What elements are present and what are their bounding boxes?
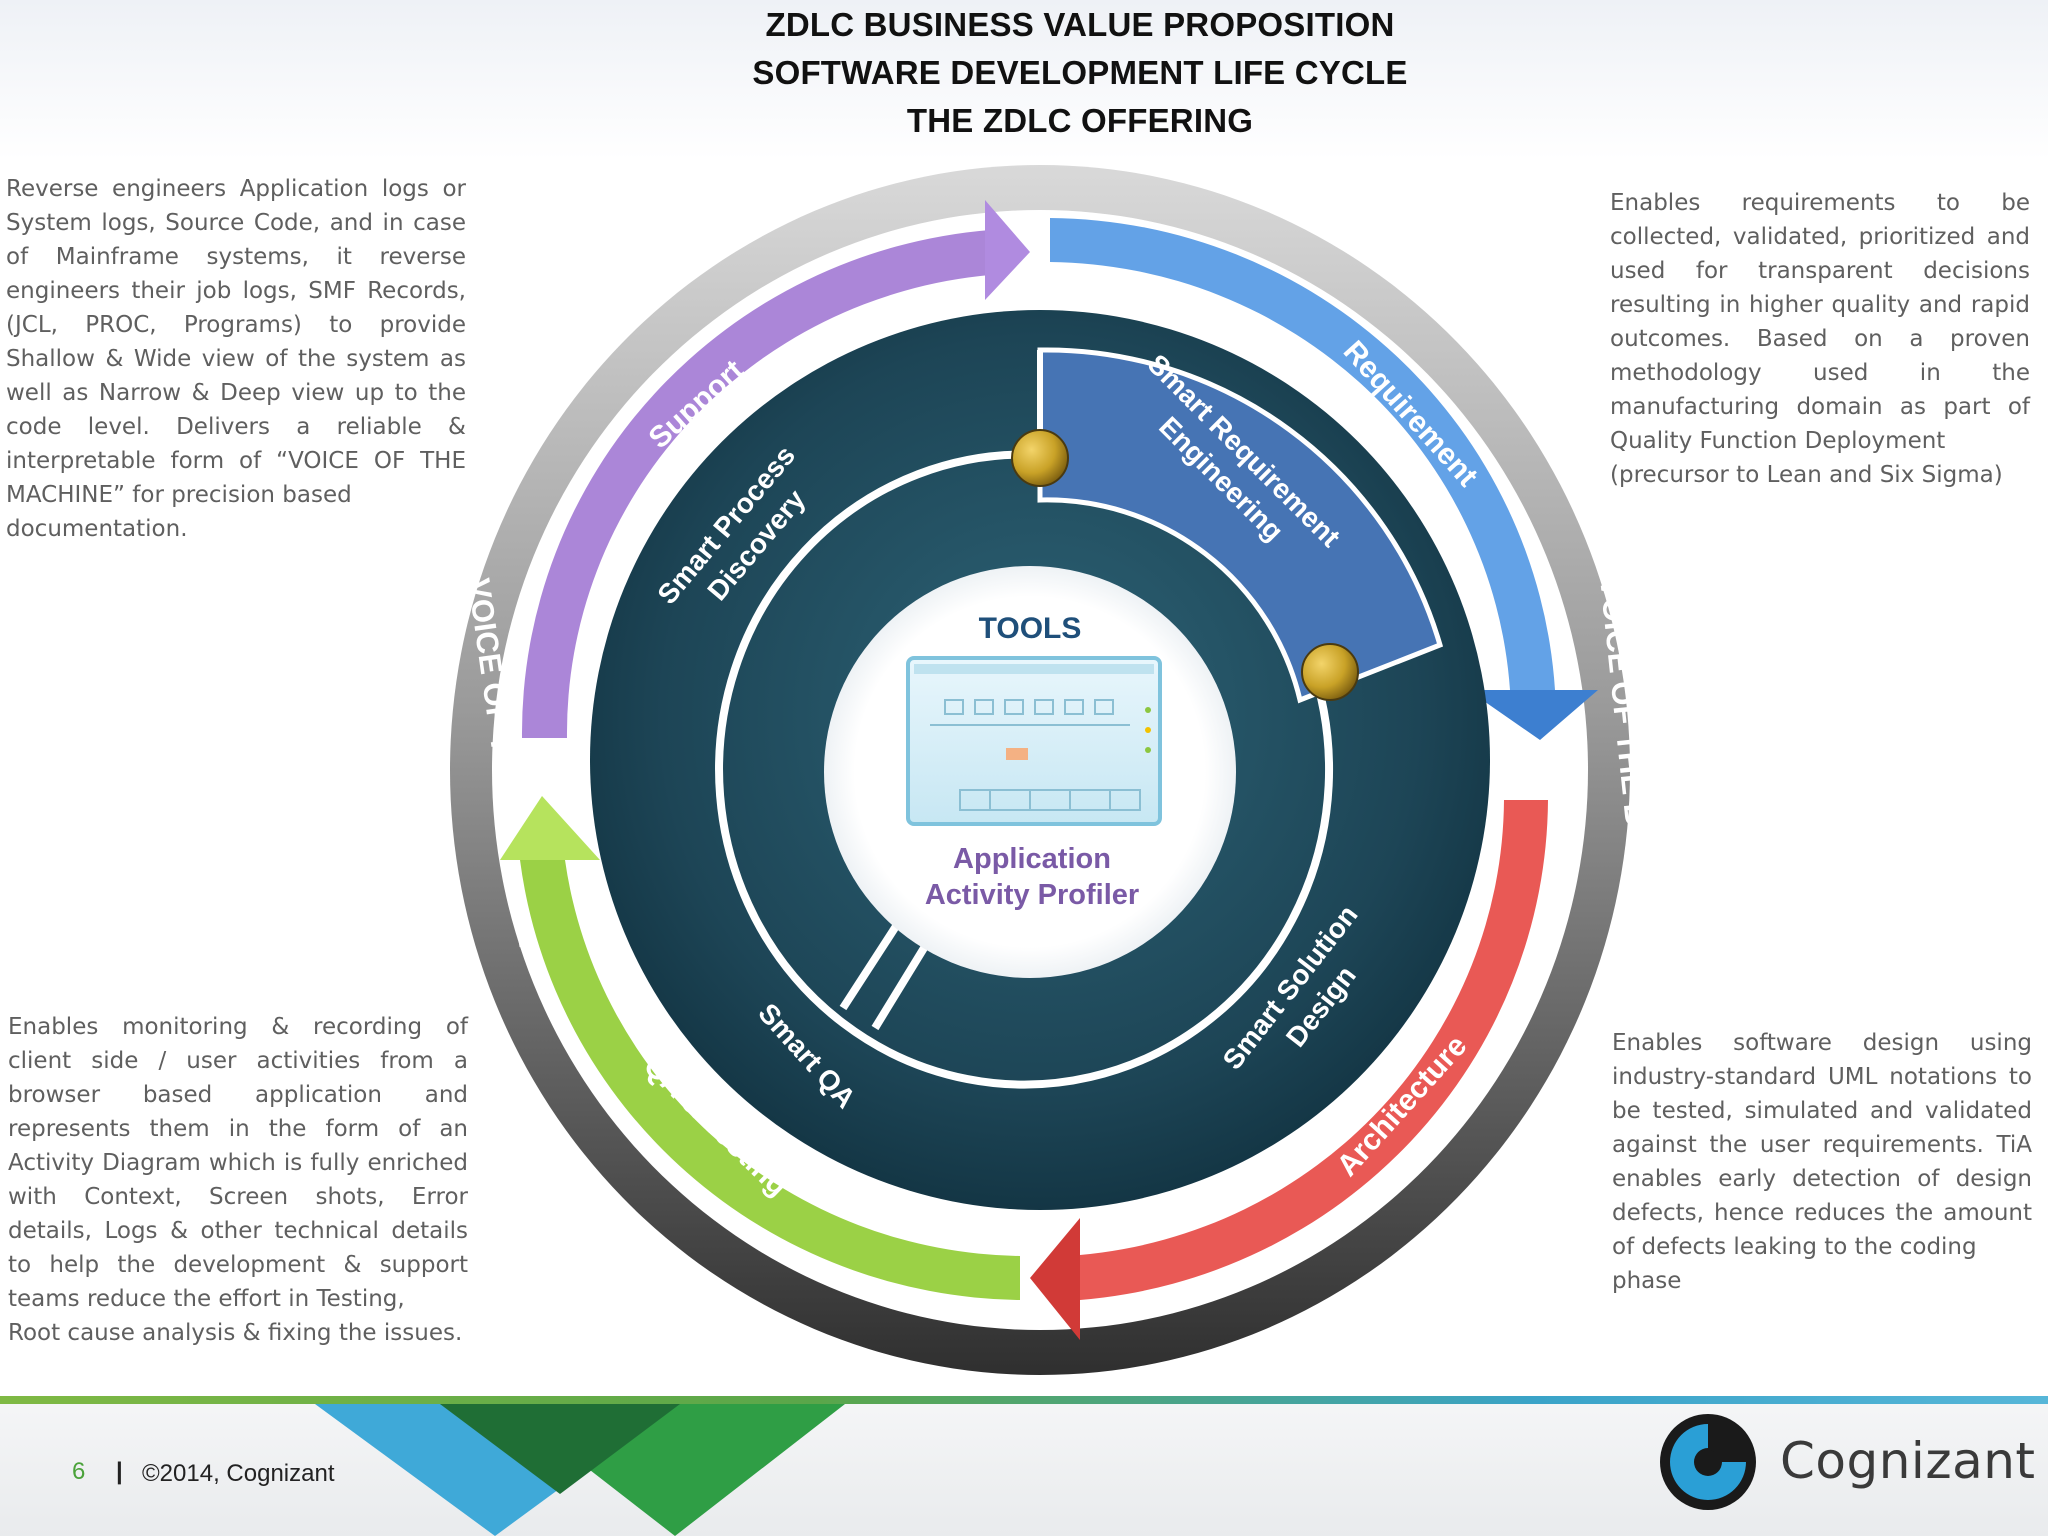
requirement-engineering-segment bbox=[1037, 347, 1444, 704]
footer-accent-line bbox=[0, 1396, 2048, 1404]
description-text-last-line: (precursor to Lean and Six Sigma) bbox=[1610, 462, 2003, 488]
cognizant-logo-wordmark: Cognizant bbox=[1780, 1432, 2036, 1490]
inner-ring bbox=[715, 450, 1334, 1089]
knob-top bbox=[1011, 429, 1069, 487]
description-process-discovery: Reverse engineers Application logs or Sy… bbox=[6, 172, 466, 546]
sdlc-cycle-diagram: VOICE OF THE MACHINE VOICE OF THE BUSINE… bbox=[450, 165, 1630, 1375]
knob-right bbox=[1301, 643, 1359, 701]
header-background bbox=[0, 0, 2048, 160]
description-requirement-engineering: Enables requirements to be collected, va… bbox=[1610, 186, 2030, 492]
description-text: Reverse engineers Application logs or Sy… bbox=[6, 176, 466, 508]
title-line-1: ZDLC BUSINESS VALUE PROPOSITION bbox=[765, 6, 1395, 43]
tools-heading: TOOLS bbox=[979, 612, 1082, 645]
product-name-line-1: Application bbox=[953, 843, 1111, 875]
description-smart-qa: Enables monitoring & recording of client… bbox=[8, 1010, 468, 1350]
tool-screenshot bbox=[906, 656, 1162, 826]
title-line-2: SOFTWARE DEVELOPMENT LIFE CYCLE bbox=[752, 54, 1408, 91]
description-text-last-line: documentation. bbox=[6, 516, 188, 542]
copyright-text: ©2014, Cognizant bbox=[142, 1460, 335, 1487]
footer-decor-triangle-dark-green bbox=[440, 1404, 680, 1494]
title-line-3: THE ZDLC OFFERING bbox=[906, 102, 1254, 139]
description-text: Enables requirements to be collected, va… bbox=[1610, 190, 2030, 454]
description-solution-design: Enables software design using industry-s… bbox=[1612, 1026, 2032, 1298]
description-text-last-line: Root cause analysis & fixing the issues. bbox=[8, 1320, 463, 1346]
qa-divider-1 bbox=[839, 917, 904, 1011]
description-text: Enables monitoring & recording of client… bbox=[8, 1014, 468, 1312]
product-name-line-2: Activity Profiler bbox=[925, 879, 1139, 911]
description-text-last-line: phase bbox=[1612, 1268, 1682, 1294]
description-text: Enables software design using industry-s… bbox=[1612, 1030, 2032, 1260]
cognizant-logo-icon bbox=[1660, 1414, 1756, 1510]
page-number: 6 bbox=[72, 1458, 86, 1485]
footer-separator: | bbox=[116, 1458, 123, 1485]
